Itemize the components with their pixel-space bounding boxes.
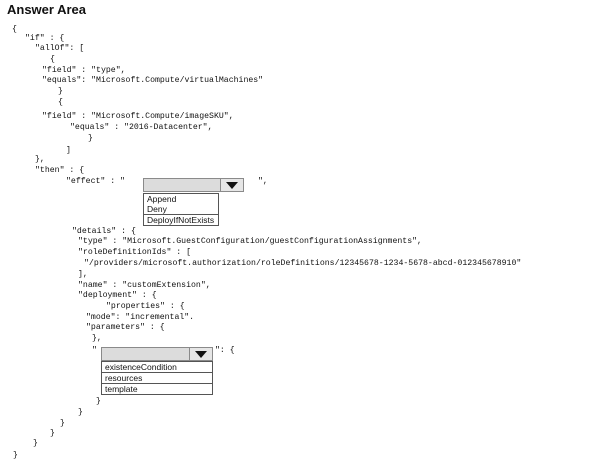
code-line: } bbox=[88, 134, 93, 143]
code-line: "/providers/microsoft.authorization/role… bbox=[84, 259, 522, 268]
code-line: "type" : "Microsoft.GuestConfiguration/g… bbox=[78, 237, 422, 246]
code-line: "if" : { bbox=[25, 34, 65, 43]
code-line: } bbox=[13, 451, 18, 460]
code-line: } bbox=[78, 408, 83, 417]
code-line: "field" : "type", bbox=[42, 66, 126, 75]
effect-options-list: Append Deny DeployIfNotExists bbox=[143, 193, 219, 226]
effect-option-deny[interactable]: Deny bbox=[147, 204, 167, 214]
code-line: }, bbox=[92, 334, 102, 343]
code-line: "roleDefinitionIds" : [ bbox=[78, 248, 192, 257]
property-option-template[interactable]: template bbox=[105, 384, 138, 394]
code-line: } bbox=[33, 439, 38, 448]
code-line: "parameters" : { bbox=[86, 323, 165, 332]
code-line: } bbox=[60, 419, 65, 428]
code-line: "allOf": [ bbox=[35, 44, 85, 53]
code-line: "mode": "incremental". bbox=[86, 313, 195, 322]
code-line: } bbox=[96, 397, 101, 406]
code-line: ], bbox=[78, 270, 88, 279]
property-options-list: existenceCondition resources template bbox=[101, 361, 213, 395]
code-line: "details" : { bbox=[72, 227, 136, 236]
code-line: } bbox=[58, 87, 63, 96]
code-line: "effect" : " bbox=[66, 177, 125, 186]
effect-option-append[interactable]: Append bbox=[147, 194, 177, 204]
code-line: ] bbox=[66, 146, 71, 155]
code-line: "then" : { bbox=[35, 166, 85, 175]
answer-area-title: Answer Area bbox=[7, 2, 86, 17]
property-option-existencecondition[interactable]: existenceCondition bbox=[102, 362, 212, 373]
chevron-down-icon[interactable] bbox=[189, 348, 212, 360]
code-line: " bbox=[92, 346, 97, 355]
code-line: { bbox=[50, 55, 55, 64]
code-line: } bbox=[50, 429, 55, 438]
property-dropdown[interactable] bbox=[101, 347, 213, 361]
code-line: "deployment" : { bbox=[78, 291, 157, 300]
code-line: "name" : "customExtension", bbox=[78, 281, 211, 290]
code-line: ": { bbox=[215, 346, 235, 355]
effect-option-deployifnotexists[interactable]: DeployIfNotExists bbox=[144, 214, 218, 225]
code-line: { bbox=[58, 98, 63, 107]
code-line: "properties" : { bbox=[106, 302, 185, 311]
code-line: "equals" : "2016-Datacenter", bbox=[70, 123, 213, 132]
code-line: }, bbox=[35, 155, 45, 164]
effect-dropdown[interactable] bbox=[143, 178, 244, 192]
chevron-down-icon[interactable] bbox=[220, 179, 243, 191]
code-line: "equals": "Microsoft.Compute/virtualMach… bbox=[42, 76, 264, 85]
property-option-resources[interactable]: resources bbox=[102, 373, 212, 384]
code-line: { bbox=[12, 25, 17, 34]
code-line: "field" : "Microsoft.Compute/imageSKU", bbox=[42, 112, 234, 121]
code-line: ", bbox=[258, 177, 268, 186]
